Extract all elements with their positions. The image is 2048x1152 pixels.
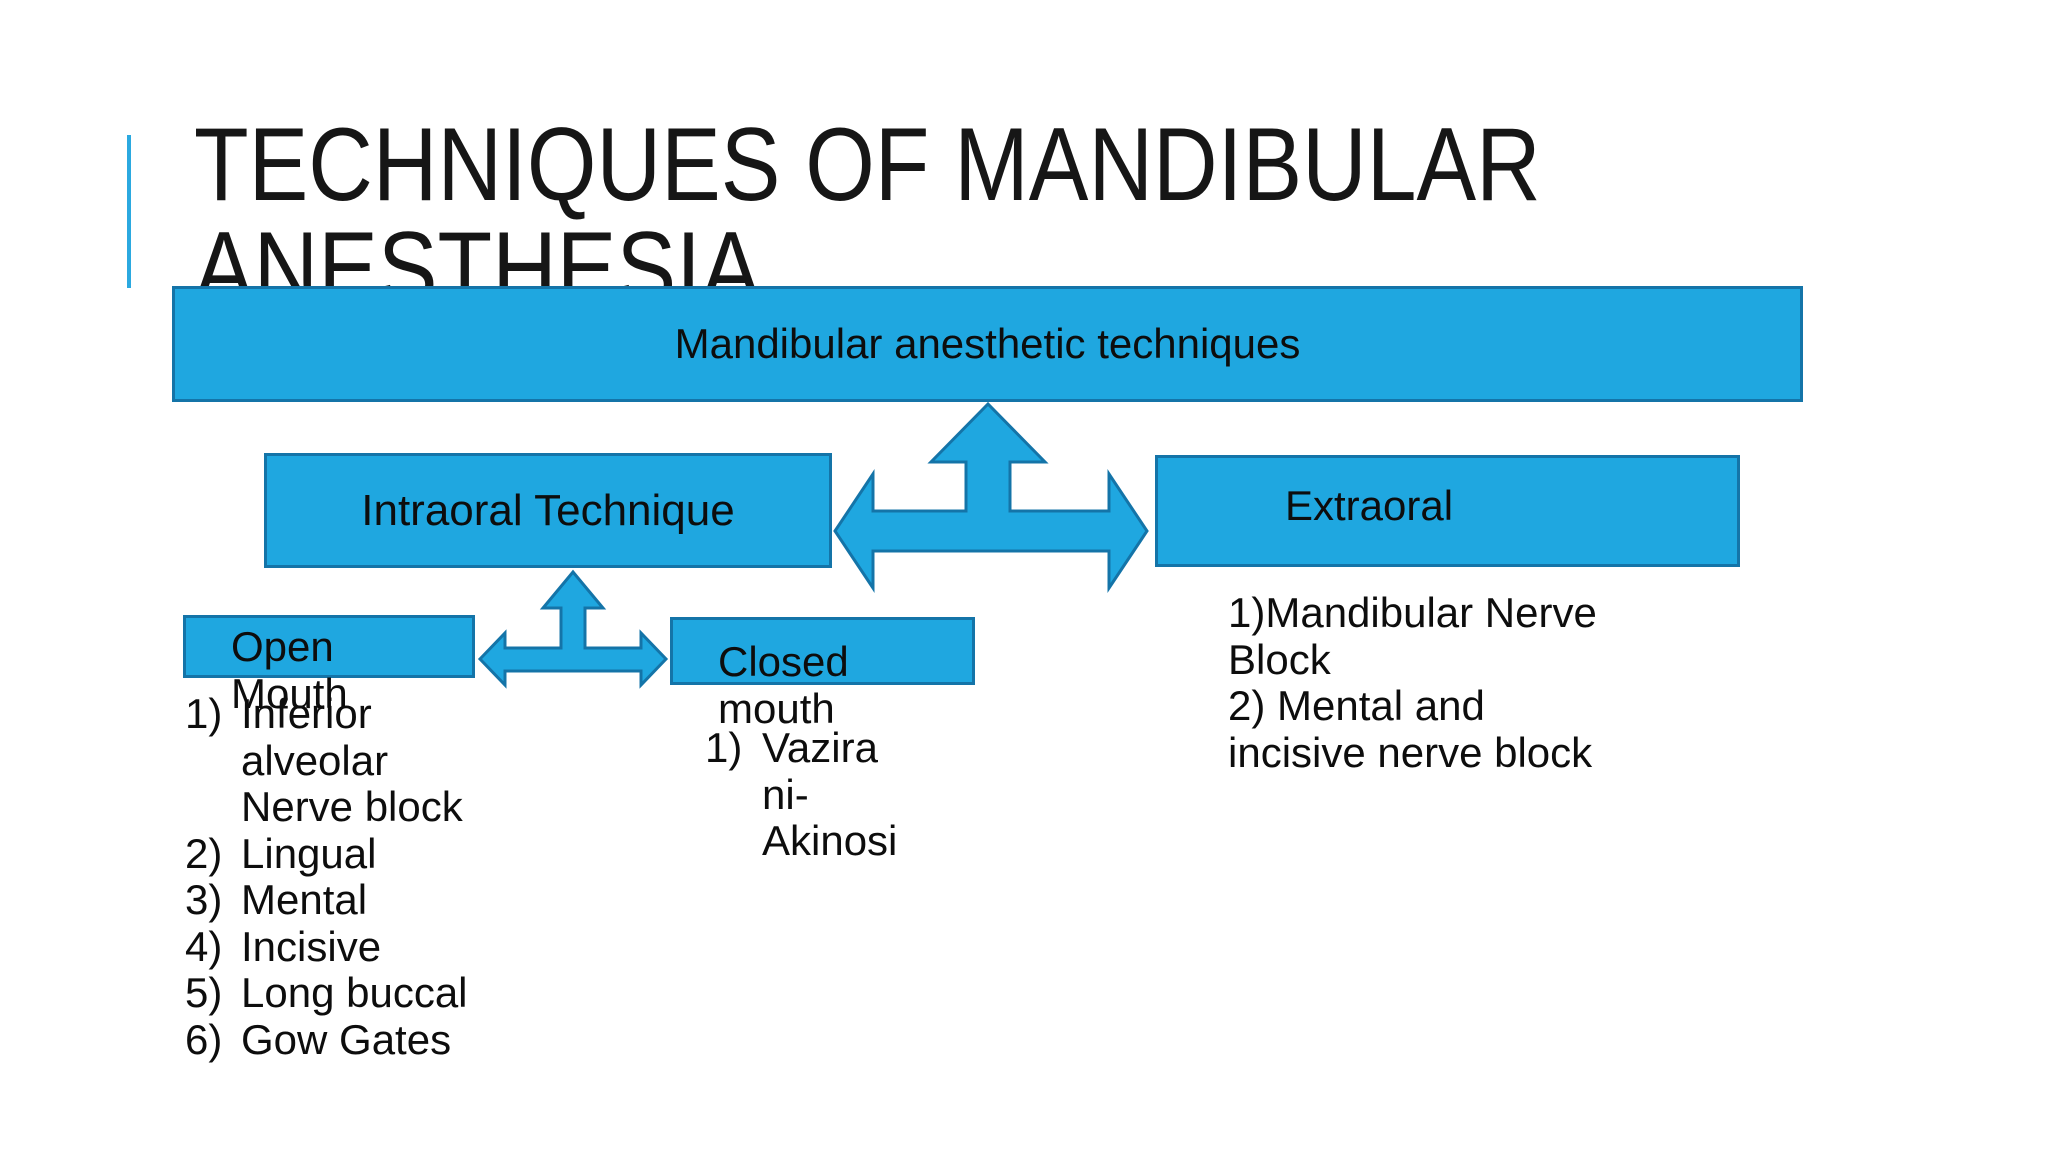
closed-mouth-technique-list: 1) Vazira ni- Akinosi xyxy=(705,724,1005,865)
list-item-text: Lingual xyxy=(241,829,377,877)
node-root-mandibular-techniques: Mandibular anesthetic techniques xyxy=(172,286,1803,402)
node-open-mouth-label: Open Mouth xyxy=(231,623,348,717)
list-item: 5) Long buccal xyxy=(185,969,530,1017)
list-item-text: Mental xyxy=(241,876,368,923)
list-item-number: 5) xyxy=(185,969,223,1016)
list-item-text: Gow Gates xyxy=(241,1015,452,1063)
list-item-text: Vazira ni- Akinosi xyxy=(762,724,898,864)
list-item-number: 4) xyxy=(185,922,223,970)
list-item: 2) Lingual xyxy=(185,829,530,878)
node-open-mouth: Open Mouth xyxy=(183,615,475,717)
node-intraoral-technique: Intraoral Technique xyxy=(264,453,832,568)
list-item: 1) Vazira ni- Akinosi xyxy=(705,724,1005,865)
node-root-label: Mandibular anesthetic techniques xyxy=(674,320,1301,367)
list-item: 3) Mental xyxy=(185,876,530,924)
node-extraoral-label: Extraoral xyxy=(1285,482,1454,529)
list-item: 1)Mandibular Nerve Block xyxy=(1228,589,1597,683)
list-item-number: 6) xyxy=(185,1015,223,1063)
node-closed-mouth-label: Closed mouth xyxy=(718,638,849,732)
list-item: 1) Inferior alveolar Nerve block xyxy=(185,690,530,831)
three-way-arrow-sub xyxy=(477,569,669,689)
node-intraoral-label: Intraoral Technique xyxy=(361,485,735,535)
list-item-number: 2) xyxy=(185,829,223,877)
node-closed-mouth: Closed mouth xyxy=(670,617,975,732)
list-item-number: 1) xyxy=(705,724,743,771)
list-item-text: Incisive xyxy=(241,922,382,970)
list-item: 2) Mental and incisive nerve block xyxy=(1228,682,1593,776)
title-accent-bar xyxy=(127,135,131,288)
list-item: 4) Incisive xyxy=(185,922,530,971)
extraoral-technique-list: 1)Mandibular Nerve Block 2) Mental and i… xyxy=(1228,589,1658,776)
open-mouth-technique-list: 1) Inferior alveolar Nerve block 2) Ling… xyxy=(185,690,530,1064)
list-item-text: Inferior alveolar Nerve block xyxy=(241,690,463,830)
list-item-number: 3) xyxy=(185,876,223,923)
list-item-number: 1) xyxy=(185,690,223,737)
list-item: 6) Gow Gates xyxy=(185,1015,530,1064)
node-extraoral: Extraoral xyxy=(1155,455,1740,567)
list-item-text: Long buccal xyxy=(241,969,468,1016)
three-way-arrow-main xyxy=(833,401,1149,593)
